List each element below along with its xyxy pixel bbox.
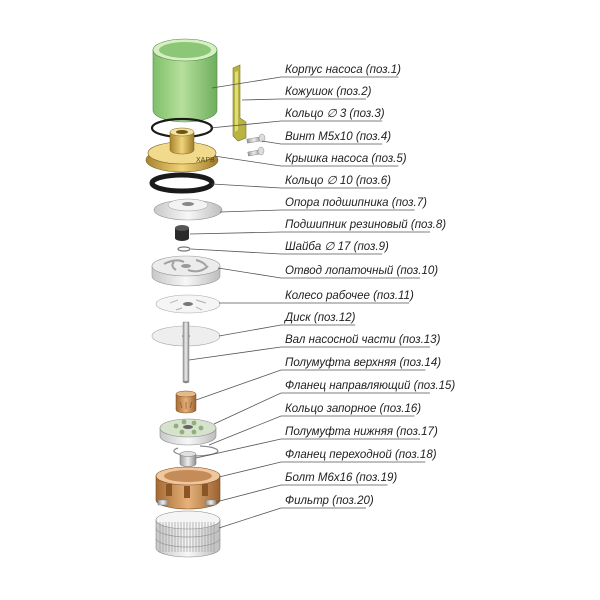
shroud-part [232, 64, 247, 142]
pump-shaft-part [182, 321, 190, 384]
leader-line [211, 76, 399, 89]
leader-line [218, 324, 356, 337]
pump-housing-part [152, 38, 218, 123]
leader-line [241, 98, 366, 101]
part-label: Фланец переходной (поз.18) [285, 449, 437, 461]
leader-line [209, 120, 383, 129]
leader-line [195, 369, 426, 401]
bolt-m6-part [157, 499, 217, 506]
part-label: Колесо рабочее (поз.11) [285, 290, 414, 302]
part-label: Корпус насоса (поз.1) [285, 64, 401, 76]
upper-coupling-part [175, 390, 197, 414]
part-label: Кольцо запорное (поз.16) [285, 403, 422, 415]
leader-line [215, 484, 388, 503]
leader-line [213, 392, 430, 425]
part-label: Шайба ∅ 17 (поз.9) [285, 241, 389, 253]
part-label: Болт М6х16 (поз.19) [285, 472, 398, 484]
part-label: Опора подшипника (поз.7) [285, 197, 427, 209]
part-label: Подшипник резиновый (поз.8) [285, 219, 447, 231]
o-ring-10-part [149, 172, 215, 194]
vane-diffuser-part [151, 255, 221, 287]
washer-17-part [177, 246, 191, 252]
part-label: Кожушок (поз.2) [285, 86, 372, 98]
leader-line [217, 267, 420, 279]
part-label: Винт М5х10 (поз.4) [285, 131, 392, 143]
cover-engraving-text: ХАРВ [196, 157, 215, 164]
lower-coupling-part [179, 451, 197, 467]
leader-line [218, 461, 426, 478]
part-label: Фильтр (поз.20) [285, 495, 374, 507]
leader-line [213, 155, 399, 167]
part-label: Полумуфта верхняя (поз.14) [285, 357, 442, 369]
leader-line [190, 248, 383, 255]
leader-line [211, 183, 388, 189]
filter-part [155, 510, 221, 558]
part-label: Фланец направляющий (поз.15) [285, 380, 456, 392]
locking-ring-part [173, 445, 219, 457]
leader-line [219, 209, 415, 213]
leader-line [195, 438, 420, 459]
part-label: Кольцо ∅ 10 (поз.6) [285, 175, 392, 187]
rubber-bearing-part [175, 225, 189, 241]
bearing-support-part [153, 198, 223, 221]
adapter-flange-part [155, 466, 221, 510]
part-label: Отвод лопаточный (поз.10) [285, 265, 439, 277]
guide-flange-part [159, 418, 217, 446]
part-label: Крышка насоса (поз.5) [285, 153, 407, 165]
part-label: Вал насосной части (поз.13) [285, 334, 441, 346]
part-label: Диск (поз.12) [285, 312, 356, 324]
leader-line [188, 346, 430, 361]
screw-m5-part [246, 133, 266, 157]
pump-cover-part: ХАРВ [145, 127, 219, 173]
impeller-part [155, 294, 221, 314]
leader-line [189, 231, 430, 235]
part-label: Полумуфта нижняя (поз.17) [285, 426, 438, 438]
part-label: Кольцо ∅ 3 (поз.3) [285, 108, 385, 120]
leader-line [261, 140, 383, 145]
leader-line [218, 507, 366, 529]
leader-line [208, 415, 415, 446]
